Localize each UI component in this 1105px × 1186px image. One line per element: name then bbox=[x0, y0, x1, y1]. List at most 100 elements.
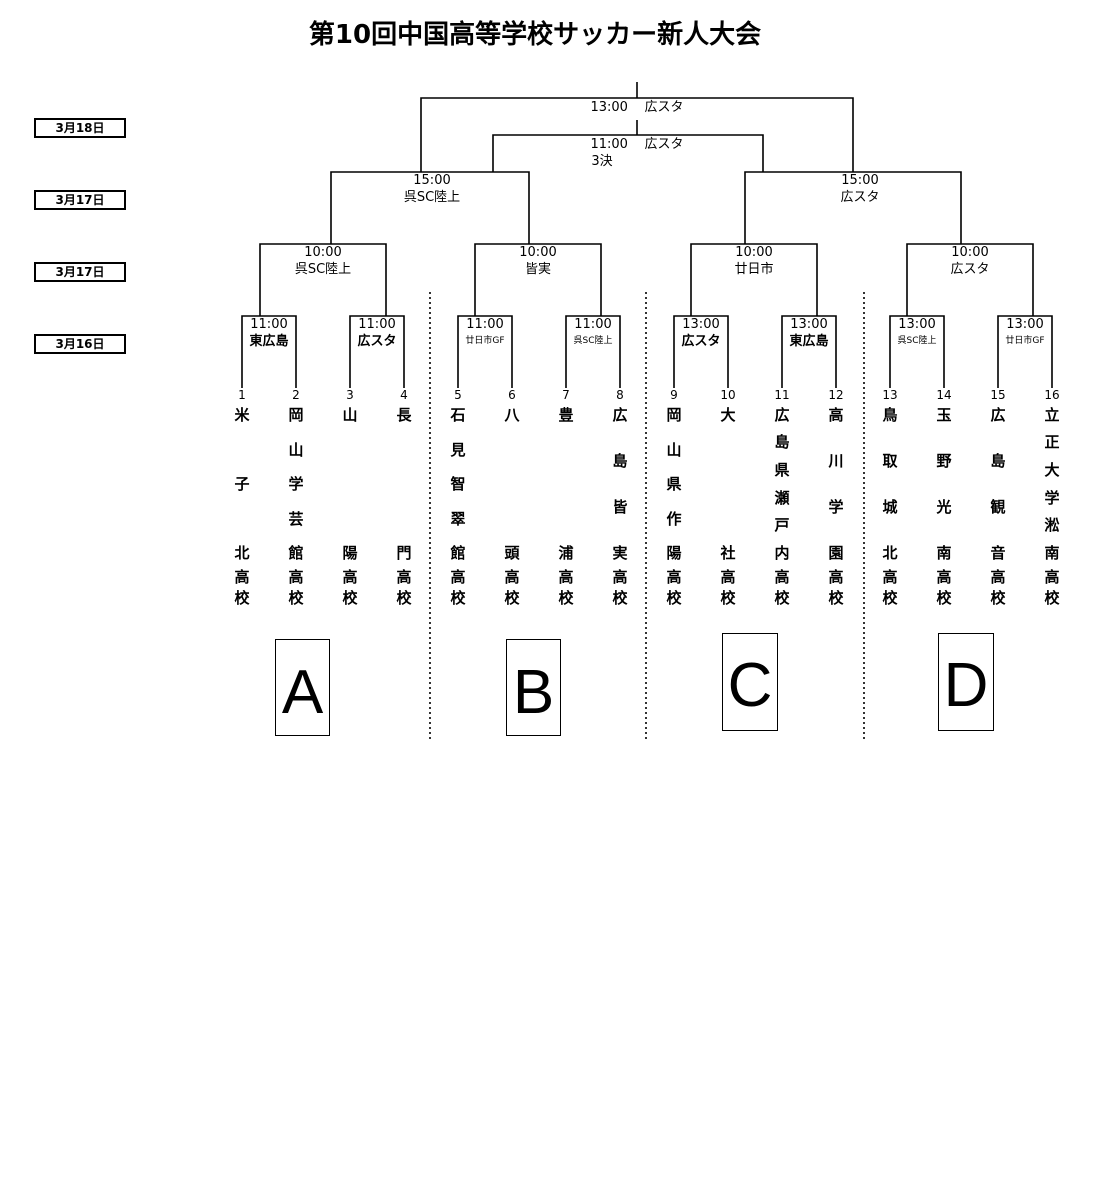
team-name-char: 校 bbox=[666, 589, 682, 607]
team-name-char: 正 bbox=[1044, 433, 1060, 451]
team-name-char: 北 bbox=[234, 544, 250, 562]
team-name-char: 高 bbox=[828, 406, 844, 424]
team-name-char: 校 bbox=[936, 589, 952, 607]
match-time: 13:00 bbox=[898, 317, 936, 332]
team-number: 9 bbox=[670, 388, 678, 402]
team-name-char: 校 bbox=[882, 589, 898, 607]
date-label-final: 3月18日 bbox=[34, 118, 126, 138]
block-label-a: A bbox=[275, 639, 330, 736]
team-name-char: 県 bbox=[774, 461, 790, 479]
block-label-d: D bbox=[938, 633, 994, 731]
team-name-char: 作 bbox=[666, 510, 682, 528]
match-r1-7: 13:00 呉SC陸上 bbox=[887, 316, 947, 350]
page-title: 第10回中国高等学校サッカー新人大会 bbox=[308, 20, 762, 50]
team-name-char: 島 bbox=[774, 433, 790, 451]
team-name-char: 広 bbox=[774, 406, 790, 424]
team-name-char: 門 bbox=[396, 544, 412, 562]
match-qf-1: 10:00 呉SC陸上 bbox=[263, 244, 383, 278]
team-name-char: 高 bbox=[936, 568, 952, 586]
team-name-char: 長 bbox=[396, 406, 412, 424]
team-number: 14 bbox=[936, 388, 952, 402]
team-name-char: 山 bbox=[666, 441, 682, 459]
team-number: 15 bbox=[990, 388, 1006, 402]
team-name-char: 学 bbox=[1044, 489, 1060, 507]
team-name-char: 高 bbox=[666, 568, 682, 586]
third-place-note: 3決 bbox=[591, 154, 613, 169]
match-time: 13:00 bbox=[790, 317, 828, 332]
date-label-semifinal: 3月17日 bbox=[34, 190, 126, 210]
team-name-char: 校 bbox=[558, 589, 574, 607]
team-name-char: 玉 bbox=[936, 406, 952, 424]
team-name-char: 八 bbox=[504, 406, 520, 424]
team-name-char: 高 bbox=[288, 568, 304, 586]
date-label-round1: 3月16日 bbox=[34, 334, 126, 354]
match-semi-right: 15:00 広スタ bbox=[800, 172, 920, 206]
match-r1-6: 13:00 東広島 bbox=[779, 316, 839, 350]
team-name-char: 校 bbox=[720, 589, 736, 607]
team-name-char: 校 bbox=[828, 589, 844, 607]
team-name-char: 園 bbox=[828, 544, 844, 562]
team-name-char: 島 bbox=[990, 452, 1006, 470]
match-venue: 廿日市GF bbox=[1005, 336, 1045, 346]
team-name-char: 校 bbox=[288, 589, 304, 607]
match-semi-left: 15:00 呉SC陸上 bbox=[372, 172, 492, 206]
match-time: 10:00 bbox=[519, 245, 557, 260]
match-time: 15:00 bbox=[413, 173, 451, 188]
match-r1-8: 13:00 廿日市GF bbox=[995, 316, 1055, 350]
team-number: 3 bbox=[346, 388, 354, 402]
team-name-char: 瀬 bbox=[774, 489, 790, 507]
team-name-char: 芸 bbox=[288, 510, 304, 528]
team-name-char: 高 bbox=[342, 568, 358, 586]
match-venue: 廿日市 bbox=[734, 262, 774, 277]
team-name-char: 山 bbox=[342, 406, 358, 424]
team-name-char: 島 bbox=[612, 452, 628, 470]
team-name-char: 内 bbox=[774, 544, 790, 562]
team-number: 4 bbox=[400, 388, 408, 402]
team-number: 2 bbox=[292, 388, 300, 402]
match-venue: 東広島 bbox=[249, 334, 289, 349]
team-name-char: 野 bbox=[936, 452, 952, 470]
date-label-quarterfinal: 3月17日 bbox=[34, 262, 126, 282]
team-number: 8 bbox=[616, 388, 624, 402]
team-name-char: 取 bbox=[882, 452, 898, 470]
match-time: 10:00 bbox=[735, 245, 773, 260]
team-name-char: 浦 bbox=[558, 544, 574, 562]
match-r1-1: 11:00 東広島 bbox=[239, 316, 299, 350]
match-time: 13:00 bbox=[682, 317, 720, 332]
team-name-char: 陽 bbox=[342, 544, 358, 562]
team-name-char: 校 bbox=[774, 589, 790, 607]
team-name-char: 高 bbox=[1044, 568, 1060, 586]
team-name-char: 校 bbox=[234, 589, 250, 607]
match-venue: 広スタ bbox=[681, 334, 721, 349]
team-name-char: 見 bbox=[450, 441, 466, 459]
team-number: 1 bbox=[238, 388, 246, 402]
match-third-place: 11:00 広スタ bbox=[560, 136, 714, 153]
match-venue: 呉SC陸上 bbox=[294, 262, 352, 277]
team-name-char: 子 bbox=[234, 475, 250, 493]
match-time: 10:00 bbox=[951, 245, 989, 260]
match-venue: 呉SC陸上 bbox=[573, 336, 613, 346]
match-venue: 東広島 bbox=[789, 334, 829, 349]
match-venue: 皆実 bbox=[524, 262, 551, 277]
team-name-char: 城 bbox=[882, 498, 898, 516]
team-name-char: 戸 bbox=[774, 516, 790, 534]
team-number: 7 bbox=[562, 388, 570, 402]
match-time: 13:00 bbox=[1006, 317, 1044, 332]
match-time: 11:00 bbox=[574, 317, 612, 332]
team-name-char: 大 bbox=[720, 406, 736, 424]
match-time: 10:00 bbox=[304, 245, 342, 260]
team-name-char: 山 bbox=[288, 441, 304, 459]
match-time: 11:00 bbox=[590, 137, 628, 152]
team-name-char: 高 bbox=[450, 568, 466, 586]
